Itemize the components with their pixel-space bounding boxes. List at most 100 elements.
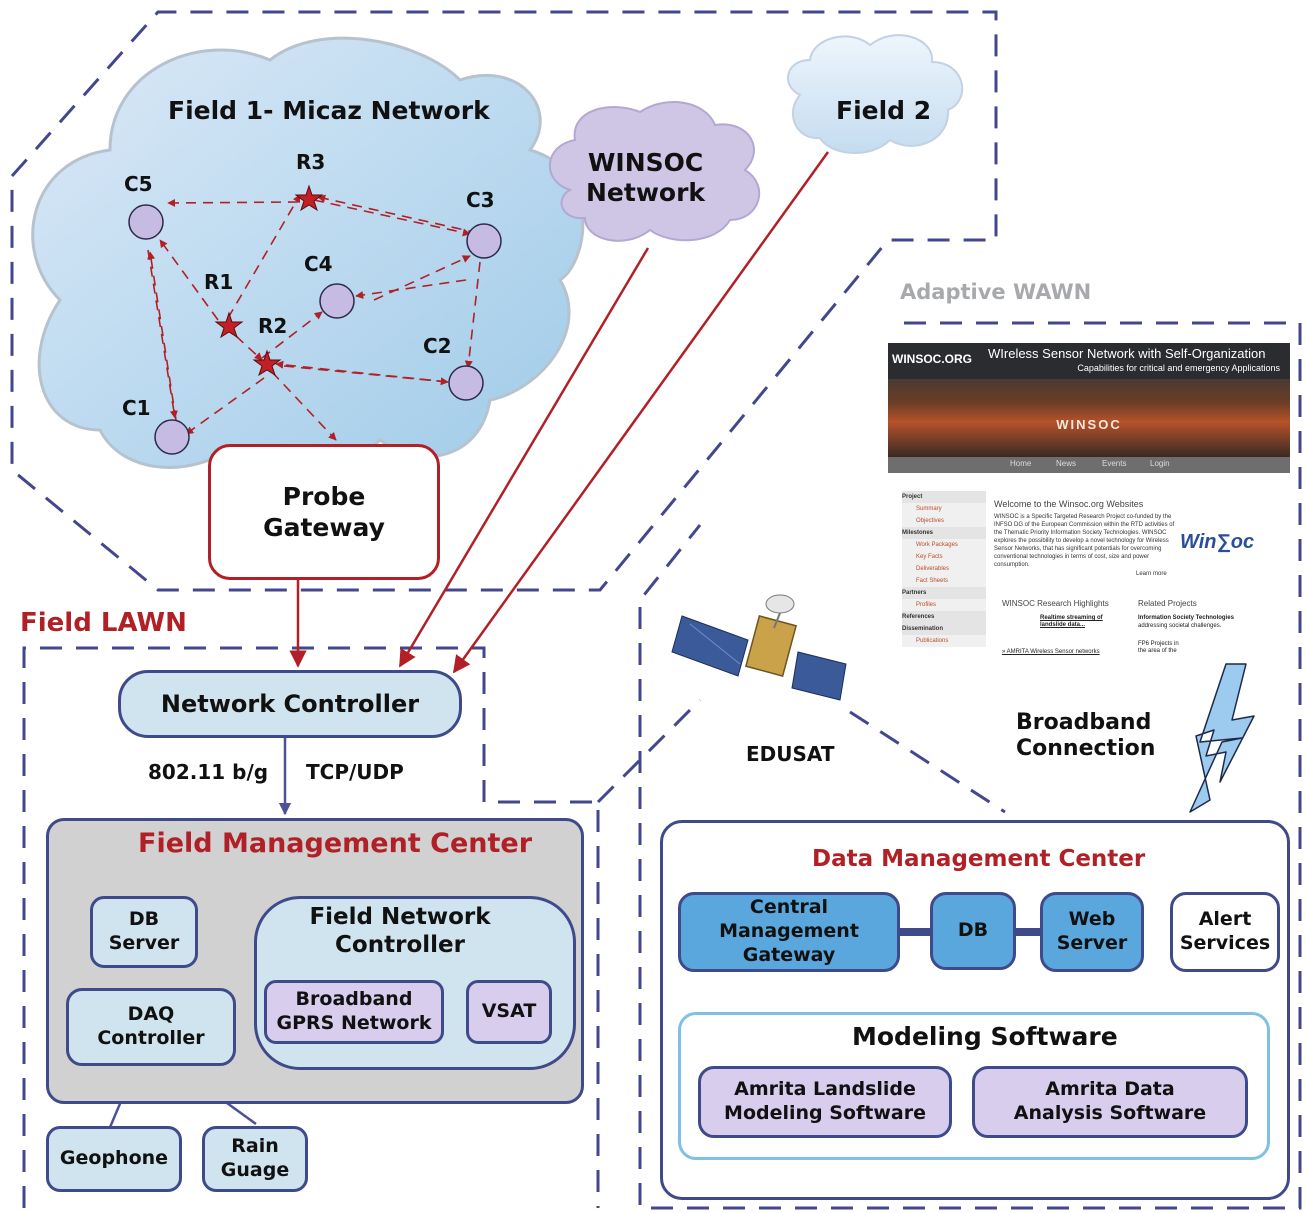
analysis-line1: Amrita Data (1045, 1078, 1175, 1101)
field1-title: Field 1- Micaz Network (168, 96, 490, 125)
site-sidebar-item[interactable]: Key Facts (902, 551, 986, 563)
site-logo: WINSOC.ORG (892, 352, 972, 366)
landslide-line2: Modeling Software (724, 1102, 926, 1124)
db-server-line1: DB (128, 908, 160, 931)
wifi-label: 802.11 b/g (148, 760, 269, 784)
edusat-label: EDUSAT (746, 742, 835, 766)
modeling-title: Modeling Software (852, 1022, 1118, 1051)
site-related-heading: Related Projects (1138, 599, 1197, 608)
alert-line1: Alert (1198, 908, 1252, 931)
site-nav-news[interactable]: News (1056, 459, 1077, 468)
broadband-connection-line2: Connection (1016, 736, 1156, 762)
field-lawn-label: Field LAWN (20, 608, 187, 638)
site-nav-home[interactable]: Home (1010, 459, 1032, 468)
probe-gateway-line1: Probe (282, 481, 366, 511)
site-ist: Information Society Technologies (1138, 615, 1234, 621)
winsoc-website-screenshot: WINSOC.ORG WIreless Sensor Network with … (888, 343, 1290, 659)
web-line1: Web (1068, 908, 1116, 931)
network-controller-box: Network Controller (118, 670, 462, 738)
node-label-c2: C2 (423, 334, 452, 358)
site-nav-login[interactable]: Login (1150, 459, 1170, 468)
node-label-c1: C1 (122, 396, 151, 420)
node-c3 (466, 223, 502, 259)
site-title: WIreless Sensor Network with Self-Organi… (988, 346, 1266, 361)
rain-line2: Guage (220, 1159, 290, 1181)
site-sidebar-item[interactable]: Publications (902, 635, 986, 647)
broadband-connection-line1: Broadband (1016, 710, 1152, 735)
upper-field-boundary (10, 10, 998, 592)
node-c2 (448, 365, 484, 401)
field1-cloud (31, 36, 585, 473)
winsoc-network-label: WINSOC Network (586, 148, 705, 208)
site-realtime-link[interactable]: Realtime streaming of landslide data... (1040, 615, 1103, 628)
site-sidebar-item[interactable]: Objectives (902, 515, 986, 527)
probe-gateway-box: Probe Gateway (208, 444, 440, 580)
geophone-box: Geophone (46, 1126, 182, 1192)
site-sidebar-item[interactable]: Deliverables (902, 563, 986, 575)
cmg-line2: Gateway (742, 943, 836, 966)
node-label-r2: R2 (258, 314, 288, 338)
relay-r1-star (214, 311, 244, 339)
adaptive-wawn-label: Adaptive WAWN (900, 280, 1092, 304)
cmg-box: Central Management Gateway (678, 892, 900, 972)
lightning-bolt-icon (1189, 663, 1255, 813)
winsoc-network-line1: WINSOC (587, 148, 704, 177)
field1-nodes (128, 204, 502, 455)
db-server-box: DB Server (90, 896, 198, 968)
site-sidebar-item[interactable]: Fact Sheets (902, 575, 986, 587)
node-c4 (319, 283, 355, 319)
daq-controller-box: DAQ Controller (66, 988, 236, 1066)
broadband-line2: GPRS Network (276, 1012, 432, 1034)
landslide-line1: Amrita Landslide (734, 1078, 916, 1101)
site-addressing: addressing societal challenges. (1138, 623, 1222, 629)
site-header: WINSOC.ORG WIreless Sensor Network with … (888, 343, 1290, 379)
winsoc-cloud (549, 101, 761, 242)
alert-line2: Services (1179, 932, 1271, 954)
fnc-title: Field Network Controller (300, 904, 500, 959)
analysis-software-box: Amrita Data Analysis Software (972, 1066, 1248, 1138)
site-sidebar-item[interactable]: Profiles (902, 599, 986, 611)
site-banner-title: WINSOC (1056, 417, 1122, 432)
cmg-line1: Central Management (719, 896, 859, 943)
site-welcome: Welcome to the Winsoc.org Websites (994, 499, 1144, 509)
field2-cloud (787, 34, 964, 154)
site-sidebar-item[interactable]: Dissemination (902, 623, 986, 635)
site-nav-events[interactable]: Events (1102, 459, 1127, 468)
site-amrita-link[interactable]: » AMRITA Wireless Sensor networks (1002, 649, 1100, 655)
gateway-links (289, 151, 830, 674)
landslide-software-box: Amrita Landslide Modeling Software (698, 1066, 952, 1138)
node-label-r1: R1 (204, 270, 234, 294)
node-label-c4: C4 (304, 252, 333, 276)
relay-r2-star (252, 349, 282, 377)
site-winsoc-logo: Win∑oc (1180, 531, 1255, 553)
alert-services-box: Alert Services (1170, 892, 1280, 972)
site-banner (888, 379, 1290, 457)
rain-line1: Rain (231, 1135, 279, 1158)
broadband-line1: Broadband (295, 988, 413, 1011)
satellite-icon (671, 594, 847, 701)
site-highlights-heading: WINSOC Research Highlights (1002, 599, 1109, 608)
site-sidebar-item[interactable]: Summary (902, 503, 986, 515)
site-subtitle: Capabilities for critical and emergency … (1077, 363, 1280, 373)
broadband-gprs-box: Broadband GPRS Network (264, 980, 444, 1044)
site-sidebar-item[interactable]: Milestones (902, 527, 986, 539)
rain-guage-box: Rain Guage (202, 1126, 308, 1192)
fmc-title: Field Management Center (138, 828, 533, 859)
lawn-boundary (22, 646, 1006, 1208)
winsoc-network-line2: Network (586, 178, 706, 207)
daq-line2: Controller (97, 1027, 205, 1049)
site-sidebar-item[interactable]: References (902, 611, 986, 623)
field1-relays (214, 184, 324, 377)
node-c5 (128, 204, 164, 240)
site-sidebar-item[interactable]: Work Packages (902, 539, 986, 551)
site-paragraph: WINSOC is a Specific Targeted Research P… (994, 514, 1175, 568)
web-line2: Server (1056, 932, 1128, 954)
fnc-title-line1: Field Network (309, 904, 491, 930)
node-label-c3: C3 (466, 188, 495, 212)
site-sidebar-item[interactable]: Project (902, 491, 986, 503)
site-sidebar-item[interactable]: Partners (902, 587, 986, 599)
field2-label: Field 2 (836, 96, 932, 125)
site-learn-more[interactable]: Learn more (1136, 571, 1167, 577)
